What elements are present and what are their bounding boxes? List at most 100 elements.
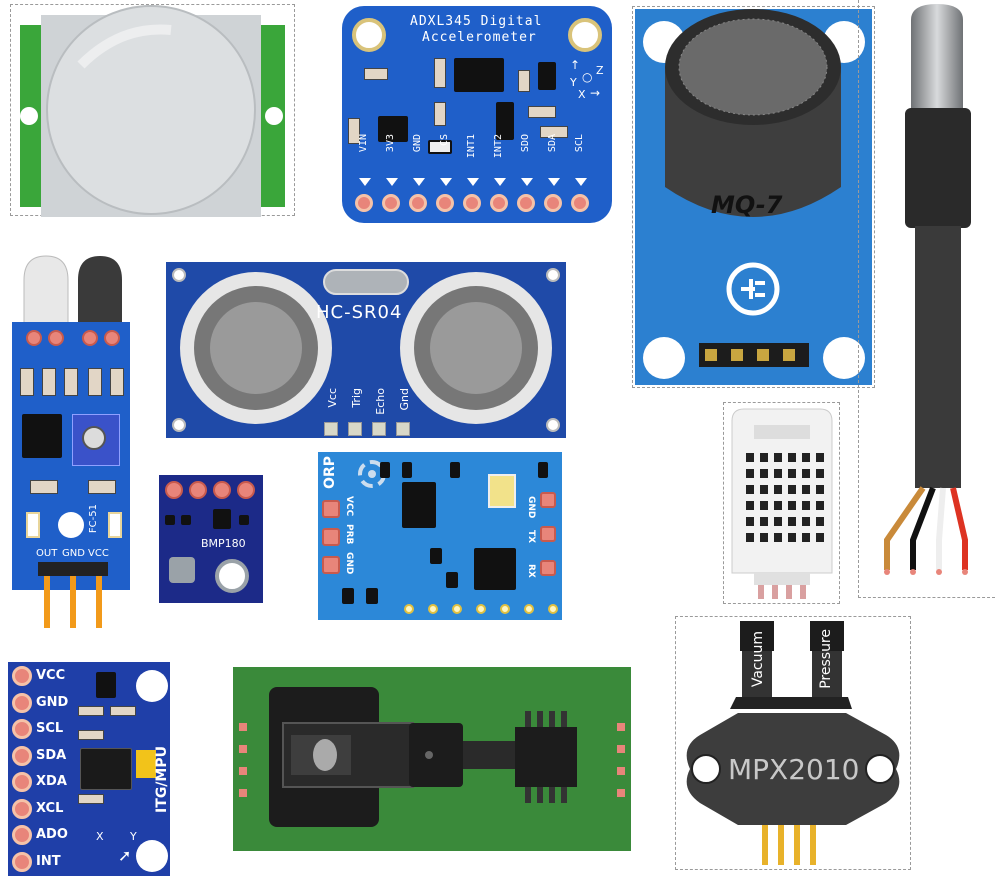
- header-pin[interactable]: [372, 422, 386, 436]
- solder-pad[interactable]: [12, 772, 32, 792]
- solder-pad[interactable]: [12, 719, 32, 739]
- mounting-hole: [568, 18, 602, 52]
- mcu-chip: [474, 548, 516, 590]
- axis-z-label: Z: [596, 64, 604, 77]
- regulator-chip: [96, 672, 116, 698]
- mq7-sensor-graphic: [665, 9, 841, 367]
- solder-pad[interactable]: [12, 745, 32, 766]
- vent-slot: [774, 469, 782, 478]
- smd-component: [20, 368, 34, 396]
- solder-pad[interactable]: [500, 604, 510, 614]
- axis-arrow-icon: ↑: [570, 58, 581, 72]
- solder-pad[interactable]: [490, 194, 508, 212]
- solder-pad[interactable]: [544, 194, 562, 212]
- mounting-hole: [546, 268, 560, 282]
- pir-sensor-module: [10, 4, 295, 217]
- solder-pad: [82, 330, 98, 346]
- smd-component: [538, 462, 548, 478]
- solder-pad[interactable]: [12, 798, 32, 819]
- regulator-chip: [496, 102, 514, 140]
- mpx2010-label: MPX2010: [728, 753, 860, 786]
- flow-sensor-graphic: [269, 687, 577, 827]
- adxl345-chip: [454, 58, 504, 92]
- adxl345-pin-label: SDA: [547, 134, 558, 153]
- solder-pad[interactable]: [12, 851, 32, 872]
- mounting-hole: [215, 559, 249, 593]
- smd-component: [181, 515, 191, 525]
- pin-arrow-icon: [575, 178, 587, 186]
- smd-component: [78, 730, 104, 740]
- solder-pad[interactable]: [540, 560, 556, 576]
- smd-component: [434, 58, 446, 88]
- vent-slot: [802, 517, 810, 526]
- vent-slot: [788, 501, 796, 510]
- header-pin[interactable]: [70, 566, 76, 628]
- capacitor: [136, 750, 156, 778]
- solder-pad[interactable]: [517, 194, 535, 212]
- mpu-pin-label: SCL: [36, 721, 64, 736]
- bmp180-sensor-chip: [169, 557, 195, 583]
- vent-slot: [802, 485, 810, 494]
- solder-pad[interactable]: [12, 666, 32, 686]
- mounting-hole: [58, 512, 84, 538]
- probe-graphic: [884, 4, 971, 575]
- solder-pad[interactable]: [409, 194, 427, 212]
- vent-slot: [802, 501, 810, 510]
- pin-arrow-icon: [413, 178, 425, 186]
- solder-pad[interactable]: [404, 604, 414, 614]
- vent-slot: [760, 501, 768, 510]
- mpu-pin-label: SDA: [36, 747, 67, 763]
- solder-pad[interactable]: [452, 604, 462, 614]
- pin-arrow-icon: [467, 178, 479, 186]
- solder-pad[interactable]: [476, 604, 486, 614]
- solder-pad[interactable]: [548, 604, 558, 614]
- vent-slot: [746, 517, 754, 526]
- edge-pad: [617, 745, 625, 753]
- smd-component: [88, 480, 116, 494]
- adxl345-pin-label: GND: [412, 134, 423, 153]
- pin-arrow-icon: [548, 178, 560, 186]
- solder-pad[interactable]: [428, 604, 438, 614]
- pin-arrow-icon: [359, 178, 371, 186]
- solder-pad[interactable]: [12, 692, 32, 713]
- adxl345-pin-label: SDO: [520, 134, 531, 153]
- hc-sr04-label: HC-SR04: [316, 302, 403, 323]
- dht22-humidity-sensor: [723, 402, 840, 604]
- vent-slot: [788, 517, 796, 526]
- solder-pad[interactable]: [355, 194, 373, 212]
- mpu-board-label: ITG/MPU: [154, 746, 170, 813]
- solder-pad[interactable]: [382, 194, 400, 212]
- vent-slot: [746, 469, 754, 478]
- solder-pad[interactable]: [540, 492, 556, 508]
- solder-pad[interactable]: [463, 194, 481, 212]
- potentiometer[interactable]: [72, 414, 120, 466]
- smd-component: [88, 368, 102, 396]
- ir-pin-label: VCC: [88, 548, 109, 559]
- header-pin[interactable]: [324, 422, 338, 436]
- axis-y-label: Y: [570, 76, 577, 89]
- header-pin[interactable]: [396, 422, 410, 436]
- dht22-graphic: [731, 408, 833, 599]
- potentiometer-knob[interactable]: [82, 426, 106, 450]
- solder-pad[interactable]: [540, 526, 556, 542]
- vent-slot: [816, 533, 824, 542]
- smd-component: [540, 126, 568, 138]
- solder-pad[interactable]: [571, 194, 589, 212]
- solder-pad[interactable]: [524, 604, 534, 614]
- header-pin[interactable]: [348, 422, 362, 436]
- orp-right-pin-label: RX: [526, 564, 536, 578]
- header-pin[interactable]: [44, 566, 50, 628]
- vent-slot: [802, 453, 810, 462]
- adxl345-title-line1: ADXL345 Digital: [410, 14, 543, 29]
- mounting-hole: [172, 418, 186, 432]
- edge-pad: [239, 789, 247, 797]
- solder-pad[interactable]: [436, 194, 454, 212]
- solder-pad: [237, 481, 255, 499]
- adxl345-pin-label: 3V3: [385, 134, 396, 153]
- solder-pad[interactable]: [12, 825, 32, 845]
- pin-arrow-icon: [521, 178, 533, 186]
- header-pin[interactable]: [96, 566, 102, 628]
- hc-sr04-pin-label: Vcc: [326, 388, 339, 408]
